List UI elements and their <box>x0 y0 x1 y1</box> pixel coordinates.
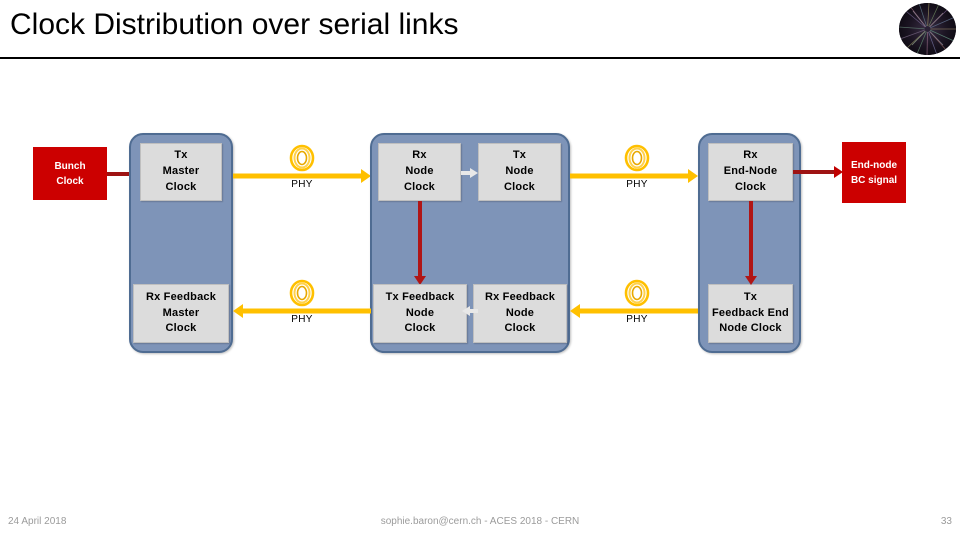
rx-feedback-node-clock-box: Rx Feedback Node Clock <box>473 284 567 343</box>
arrow-rx-end-node-to-bc-signal <box>793 166 843 178</box>
phy-3-fiber-loop-icon <box>622 277 652 307</box>
phy-1-fiber-loop-icon <box>287 142 317 172</box>
tx-node-clock-box: Tx Node Clock <box>478 143 561 201</box>
bunch-clock-label: Bunch Clock <box>54 160 86 187</box>
tx-feedback-end-node-clock-label: Tx Feedback End Node Clock <box>712 290 789 335</box>
fiber-link-phy-4 <box>233 304 371 318</box>
arrow-rx-end-node-to-tx-feedback-end-node <box>744 201 758 285</box>
tx-master-clock-label: Tx Master Clock <box>162 149 200 193</box>
phy-2-fiber-loop-icon <box>622 142 652 172</box>
footer-date: 24 April 2018 <box>8 516 67 527</box>
page-title: Clock Distribution over serial links <box>10 8 459 41</box>
rx-feedback-node-clock-label: Rx Feedback Node Clock <box>484 290 556 335</box>
tx-node-clock-label: Tx Node Clock <box>504 149 535 193</box>
arrow-rx-feedback-node-to-tx-feedback-node <box>462 305 478 317</box>
rx-node-clock-label: Rx Node Clock <box>404 149 435 193</box>
rx-end-node-clock-label: Rx End-Node Clock <box>723 149 778 193</box>
rx-feedback-master-clock-label: Rx Feedback Master Clock <box>145 290 217 335</box>
end-node-bc-signal-box: End-node BC signal <box>842 142 906 203</box>
phy-2-label: PHY <box>626 179 648 190</box>
arrow-rx-node-to-tx-node <box>461 167 478 179</box>
fiber-link-phy-1 <box>233 169 371 183</box>
tx-feedback-node-clock-label: Tx Feedback Node Clock <box>385 290 455 335</box>
tx-feedback-node-clock-box: Tx Feedback Node Clock <box>373 284 467 343</box>
arrow-rx-node-to-tx-feedback-node <box>413 201 427 285</box>
tx-master-clock-box: Tx Master Clock <box>140 143 222 201</box>
rx-end-node-clock-box: Rx End-Node Clock <box>708 143 793 201</box>
tx-feedback-end-node-clock-box: Tx Feedback End Node Clock <box>708 284 793 343</box>
end-node-bc-signal-label: End-node BC signal <box>850 159 898 186</box>
phy-4-label: PHY <box>291 314 313 325</box>
footer-page-number: 33 <box>940 516 952 527</box>
fiber-link-phy-3 <box>570 304 698 318</box>
rx-node-clock-box: Rx Node Clock <box>378 143 461 201</box>
bunch-clock-source: Bunch Clock <box>33 147 107 200</box>
phy-3-label: PHY <box>626 314 648 325</box>
phy-4-fiber-loop-icon <box>287 277 317 307</box>
phy-1-label: PHY <box>291 179 313 190</box>
fiber-link-phy-2 <box>570 169 698 183</box>
rx-feedback-master-clock-box: Rx Feedback Master Clock <box>133 284 229 343</box>
footer-contact: sophie.baron@cern.ch - ACES 2018 - CERN <box>380 516 580 527</box>
cern-event-display-logo <box>899 3 956 55</box>
title-divider <box>0 57 960 59</box>
